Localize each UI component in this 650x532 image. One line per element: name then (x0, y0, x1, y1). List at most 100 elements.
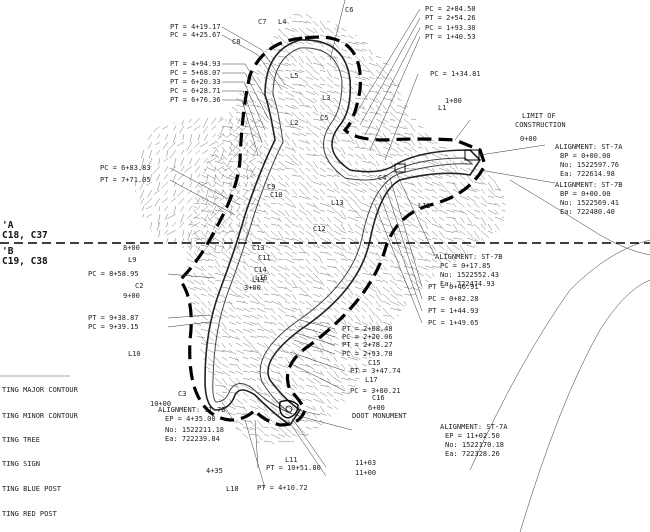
svg-text:L10: L10 (128, 350, 141, 358)
svg-text:PT = 4+10.72: PT = 4+10.72 (257, 484, 308, 492)
legend: TING MAJOR CONTOUR TING MINOR CONTOUR TI… (0, 375, 79, 518)
svg-text:PC = 1+34.81: PC = 1+34.81 (430, 70, 481, 78)
svg-text:C13: C13 (252, 244, 265, 252)
svg-text:PT = 6+20.33: PT = 6+20.33 (170, 78, 221, 86)
svg-text:C4: C4 (378, 174, 386, 182)
leader-lines (167, 8, 556, 489)
svg-text:PC = 0+82.28: PC = 0+82.28 (428, 295, 479, 303)
svg-text:ALIGNMENT: ST-7A: ALIGNMENT: ST-7A (555, 143, 623, 151)
trail-outline-inner (212, 47, 474, 415)
contour-line (469, 239, 650, 471)
svg-text:PC = 9+39.15: PC = 9+39.15 (88, 323, 139, 331)
svg-text:EP = 4+35.00: EP = 4+35.00 (165, 415, 216, 423)
svg-text:L9: L9 (128, 256, 136, 264)
svg-text:PT = 4+94.93: PT = 4+94.93 (170, 60, 221, 68)
trail-outline-outer (204, 39, 482, 427)
svg-text:PT = 2+54.26: PT = 2+54.26 (425, 14, 476, 22)
legend-item: TING BLUE POST (2, 485, 62, 493)
svg-text:Ea: 722328.26: Ea: 722328.26 (445, 450, 500, 458)
svg-text:PC = 6+83.83: PC = 6+83.83 (100, 164, 151, 172)
svg-text:No: 1522211.18: No: 1522211.18 (165, 426, 224, 434)
svg-text:8+00: 8+00 (123, 244, 140, 252)
svg-text:PT = 4+19.17: PT = 4+19.17 (170, 23, 221, 31)
svg-text:C2: C2 (135, 282, 143, 290)
svg-text:C9: C9 (267, 183, 275, 191)
svg-text:C12: C12 (313, 225, 326, 233)
svg-text:L2: L2 (290, 119, 298, 127)
svg-text:C5: C5 (320, 114, 328, 122)
svg-text:11+00: 11+00 (355, 469, 376, 477)
svg-text:L18: L18 (226, 485, 239, 493)
svg-text:PC = 3+80.21: PC = 3+80.21 (350, 387, 401, 395)
svg-text:0+00: 0+00 (520, 135, 537, 143)
sheet-key-upper-tag: 'A (2, 220, 14, 231)
svg-text:ALIGNMENT: ST-7B: ALIGNMENT: ST-7B (555, 181, 622, 189)
alignment-block: ALIGNMENT: ST-7B PC = 0+17.85 No: 152255… (435, 253, 502, 288)
svg-text:C7: C7 (258, 18, 266, 26)
station-labels: PT = 4+19.17 PC = 4+25.67 PT = 4+94.93 P… (88, 5, 481, 492)
sheet-key-lower-sheets: C19, C38 (2, 256, 48, 267)
svg-text:PT = 9+38.87: PT = 9+38.87 (88, 314, 139, 322)
svg-text:PC = 1+93.30: PC = 1+93.30 (425, 24, 476, 32)
svg-text:PC = 2+93.78: PC = 2+93.78 (342, 350, 393, 358)
trailhead-structure (464, 149, 480, 161)
svg-text:Ea: 722480.40: Ea: 722480.40 (560, 208, 615, 216)
sheet-key-upper-sheets: C18, C37 (2, 230, 48, 241)
svg-text:ALIGNMENT: ST-7A: ALIGNMENT: ST-7A (440, 423, 508, 431)
svg-text:PT = 1+40.53: PT = 1+40.53 (425, 33, 476, 41)
limit-of-construction-boundary (177, 35, 487, 427)
svg-text:3+00: 3+00 (244, 284, 261, 292)
svg-text:L13: L13 (331, 199, 344, 207)
svg-text:PC = 5+68.07: PC = 5+68.07 (170, 69, 221, 77)
monument-symbol (278, 399, 299, 419)
svg-text:L1: L1 (438, 104, 446, 112)
svg-text:PC = 8+58.95: PC = 8+58.95 (88, 270, 139, 278)
svg-text:L12: L12 (418, 202, 431, 210)
svg-text:ALIGNMENT: ST-7B: ALIGNMENT: ST-7B (435, 253, 502, 261)
svg-text:No: 1522170.18: No: 1522170.18 (445, 441, 504, 449)
svg-text:PT = 3+47.74: PT = 3+47.74 (350, 367, 401, 375)
monument-symbol (285, 405, 293, 413)
alignment-block: ALIGNMENT: ST-7B BP = 0+00.00 No: 152256… (555, 181, 622, 216)
trailhead-structure (394, 163, 406, 173)
svg-text:PT = 2+78.27: PT = 2+78.27 (342, 341, 393, 349)
svg-text:C11: C11 (258, 254, 271, 262)
svg-text:L4: L4 (278, 18, 286, 26)
svg-text:BP = 0+00.00: BP = 0+00.00 (560, 190, 611, 198)
svg-text:Ea: 722239.84: Ea: 722239.84 (165, 435, 220, 443)
svg-text:L3: L3 (322, 94, 330, 102)
legend-item: TING TREE (2, 436, 40, 444)
svg-text:C6: C6 (345, 6, 353, 14)
svg-text:EP = 11+02.50: EP = 11+02.50 (445, 432, 500, 440)
alignment-block: ALIGNMENT: ST-7A EP = 11+02.50 No: 15221… (440, 423, 508, 458)
svg-text:C16: C16 (372, 394, 385, 402)
svg-text:BP = 0+00.00: BP = 0+00.00 (560, 152, 611, 160)
svg-text:6+00: 6+00 (368, 404, 385, 412)
svg-text:9+00: 9+00 (123, 292, 140, 300)
contour-line (329, 0, 346, 61)
svg-text:PT = 2+08.48: PT = 2+08.48 (342, 325, 393, 333)
curve-tags: C7 L4 C6 C8 L5 C5 L1 L2 C10 C9 C4 L12 C1… (128, 6, 446, 493)
svg-text:No: 1522569.41: No: 1522569.41 (560, 199, 619, 207)
svg-text:PC = 1+49.65: PC = 1+49.65 (428, 319, 479, 327)
legend-item: TING RED POST (2, 510, 58, 518)
svg-text:PC = 6+28.71: PC = 6+28.71 (170, 87, 221, 95)
svg-text:Ea: 722474.93: Ea: 722474.93 (440, 280, 495, 288)
contour-line (509, 179, 650, 256)
svg-text:PC = 2+84.50: PC = 2+84.50 (425, 5, 476, 13)
limit-of-construction-label: CONSTRUCTION (515, 121, 566, 129)
svg-text:C8: C8 (232, 38, 240, 46)
svg-text:11+03: 11+03 (355, 459, 376, 467)
svg-text:C14: C14 (254, 266, 267, 274)
svg-text:L5: L5 (290, 72, 298, 80)
svg-text:PT = 7+71.05: PT = 7+71.05 (100, 176, 151, 184)
svg-text:L16: L16 (255, 274, 268, 282)
svg-text:ALIGNMENT: ST-7B: ALIGNMENT: ST-7B (158, 406, 225, 414)
svg-text:L17: L17 (365, 376, 378, 384)
svg-text:PC = 4+25.67: PC = 4+25.67 (170, 31, 221, 39)
svg-text:L15: L15 (252, 276, 265, 284)
svg-text:Ea: 722614.98: Ea: 722614.98 (560, 170, 615, 178)
svg-text:No: 1522552.43: No: 1522552.43 (440, 271, 499, 279)
svg-text:PC = 2+20.06: PC = 2+20.06 (342, 333, 393, 341)
legend-item: TING SIGN (2, 460, 40, 468)
